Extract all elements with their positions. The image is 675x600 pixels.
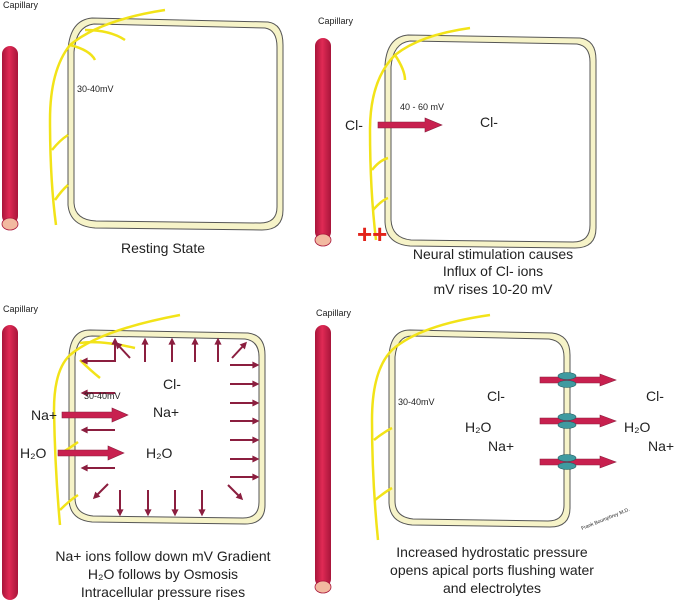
capillary	[314, 38, 332, 247]
pressure-arrow-left-head	[80, 389, 88, 397]
ion-h2o-inside: H₂O	[465, 419, 492, 435]
pressure-arrow-right-head	[252, 455, 260, 463]
port-channel	[557, 380, 577, 388]
cell	[68, 329, 266, 525]
ion-h2o-inside: H₂O	[146, 445, 173, 461]
pressure-arrow-down-head	[171, 509, 179, 517]
pressure-arrow-diag	[227, 484, 241, 498]
nerve-fiber	[370, 313, 491, 541]
pressure-arrow-diag	[117, 344, 131, 359]
caption-line-3: and electrolytes	[443, 580, 541, 596]
voltage-label: 30-40mV	[398, 397, 435, 407]
pressure-arrow-diag	[231, 344, 245, 359]
port-channel	[557, 372, 577, 380]
caption: Resting State	[121, 240, 205, 256]
panel-resting-state: Capillary 30-40mV Resting State	[1, 0, 284, 256]
h2o-influx-arrow	[57, 445, 125, 461]
pressure-arrow-right-head	[252, 380, 260, 388]
pressure-arrow-diag-head	[92, 491, 101, 500]
panel-neural-stimulation: Capillary Cl- 40 - 60 mV Cl- ++ Neural s…	[314, 16, 597, 297]
cell	[388, 329, 571, 528]
caption-line-3: Intracellular pressure rises	[81, 584, 245, 600]
ion-cl-outside: Cl-	[646, 388, 664, 404]
ion-cl-inside: Cl-	[480, 114, 498, 130]
pressure-arrow-up-head	[168, 337, 176, 345]
pressure-arrow-diag	[95, 483, 109, 497]
caption-line-2: H₂O follows by Osmosis	[88, 566, 238, 582]
ion-cl-inside: Cl-	[487, 388, 505, 404]
port-channel	[557, 421, 577, 429]
na-influx-arrow	[61, 407, 129, 423]
pressure-arrow-right-head	[252, 399, 260, 407]
capillary	[2, 325, 18, 600]
capillary-label: Capillary	[318, 16, 354, 26]
ion-na-inside: Na+	[153, 404, 179, 420]
pressure-arrow-right-head	[252, 473, 260, 481]
capillary	[1, 46, 19, 231]
voltage-label: 30-40mV	[84, 391, 121, 401]
panel-apical-ports: Capillary 30-40mV Cl- H₂O Na+ Cl- H₂O Na…	[314, 308, 674, 596]
caption-line-1: Na+ ions follow down mV Gradient	[55, 548, 270, 564]
pressure-arrow-left-head	[80, 357, 88, 365]
caption-line-1: Increased hydrostatic pressure	[396, 544, 588, 560]
port-channel	[557, 454, 577, 462]
voltage-label: 30-40mV	[77, 84, 114, 94]
capillary-label: Capillary	[3, 304, 39, 314]
ion-cl-outside: Cl-	[345, 117, 363, 133]
pressure-arrow-diag-head	[239, 341, 247, 350]
nerve-fiber	[368, 26, 471, 241]
capillary-label: Capillary	[316, 308, 352, 318]
voltage-label: 40 - 60 mV	[400, 102, 444, 112]
ion-na-inside: Na+	[488, 438, 514, 454]
ion-na-outside: Na+	[31, 407, 57, 423]
pressure-arrow-left-head	[80, 464, 88, 472]
cl-influx-arrow	[377, 117, 443, 133]
port-channel	[557, 413, 577, 421]
cell	[384, 34, 597, 249]
cell	[67, 17, 284, 231]
pressure-arrow-diag-head	[235, 492, 244, 501]
pressure-arrow-down-head	[198, 509, 206, 517]
capillary	[314, 325, 332, 594]
ion-h2o-outside: H₂O	[624, 419, 651, 435]
ion-h2o-outside: H₂O	[20, 445, 47, 461]
caption-line-1: Neural stimulation causes	[413, 246, 573, 262]
ion-na-outside: Na+	[648, 438, 674, 454]
pressure-arrow-left-head	[80, 426, 88, 434]
positive-charge-marks: ++	[357, 219, 387, 249]
pressure-arrow-up-head	[191, 337, 199, 345]
pressure-arrow-down-head	[144, 509, 152, 517]
pressure-arrows	[80, 337, 260, 517]
ion-cl-inside: Cl-	[163, 376, 181, 392]
nerve-fiber	[48, 8, 166, 226]
signature: Frank Boumphrey M.D.	[581, 507, 631, 532]
pressure-arrow-diag-head	[115, 341, 123, 350]
pressure-arrow-up-head	[141, 337, 149, 345]
pressure-arrow-right-head	[252, 361, 260, 369]
pressure-arrow-right-head	[252, 417, 260, 425]
nerve-fiber	[52, 313, 181, 526]
pressure-arrow-up-head	[214, 337, 222, 345]
caption-line-2: Influx of Cl- ions	[443, 263, 543, 279]
pressure-arrow-right-head	[252, 436, 260, 444]
apical-ports	[539, 372, 617, 470]
pressure-arrow-down-head	[116, 509, 124, 517]
caption-line-2: opens apical ports flushing water	[390, 562, 594, 578]
panel-osmosis: Capillary 30-40mV Na+ H₂O Cl- Na+ H₂O Na…	[2, 304, 271, 600]
caption-line-3: mV rises 10-20 mV	[433, 281, 553, 297]
port-channel	[557, 462, 577, 470]
capillary-label: Capillary	[3, 0, 39, 10]
